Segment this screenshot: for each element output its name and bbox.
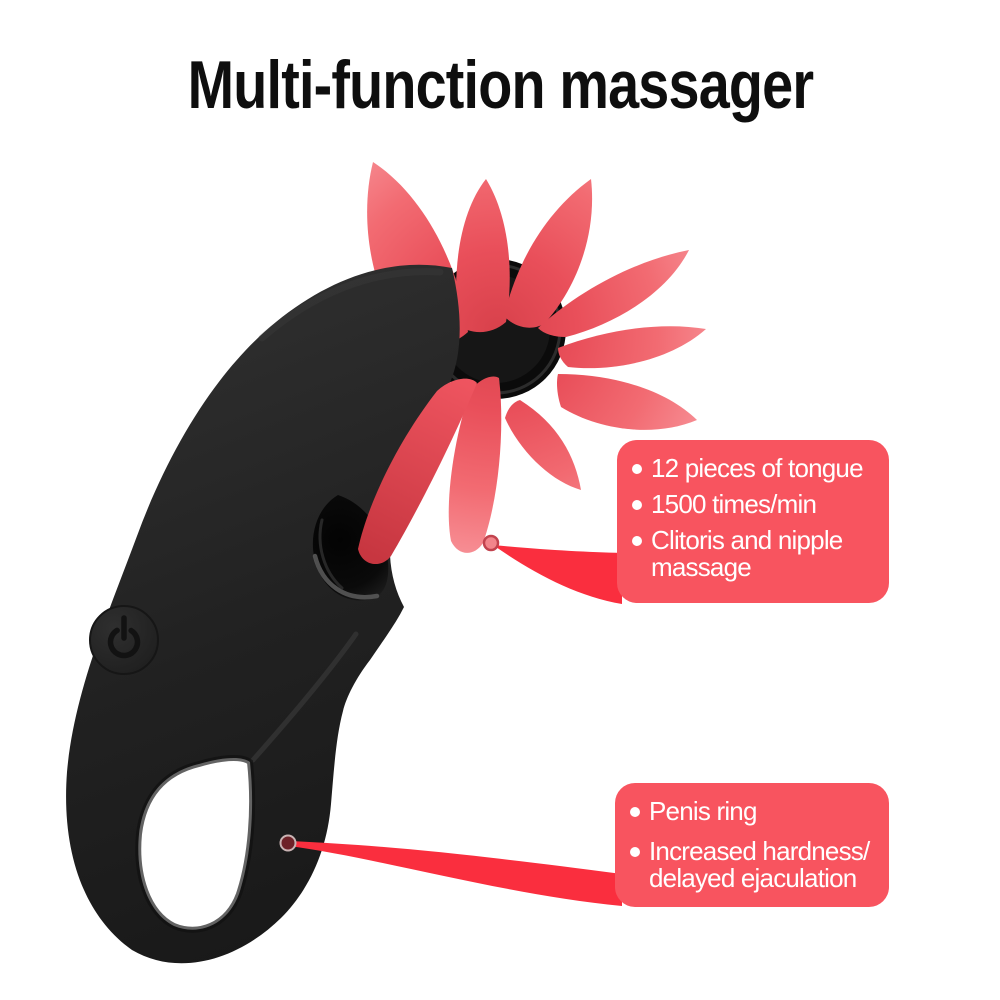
massager-body [66,264,460,964]
bullet-dot [630,807,640,817]
callout-line: massage [651,552,752,582]
chin-crease-highlight [250,631,359,763]
callout-ring-features: Penis ring Increased hardness/ delayed e… [615,783,889,907]
callout-line: Increased hardness/ [649,836,870,866]
callout-line: 1500 times/min [651,489,817,519]
callout-item: Increased hardness/ delayed ejaculation [630,838,879,892]
tongue-petal-in-mouth [358,378,477,565]
tongue-petal [456,179,510,333]
callout-item-text: 12 pieces of tongue [651,453,864,483]
pointer-wedge-tongue [493,545,622,604]
callout-pointer-tongue [482,534,622,604]
callout-line: delayed ejaculation [649,863,857,893]
bullet-dot [632,464,642,474]
callout-line: 12 pieces of tongue [651,453,864,483]
tongue-petal [538,250,689,337]
tongue-petal [504,179,593,328]
tongue-petal [557,374,697,430]
callout-tongue-features: 12 pieces of tongue 1500 times/min Clito… [617,440,889,603]
bullet-dot [632,500,642,510]
massager-body-shape [66,264,460,964]
pointer-wedge-ring [289,841,622,906]
tongue-petal-with-dot [448,376,502,553]
tongue-wheel [358,179,706,565]
callout-item-text: 1500 times/min [651,489,817,519]
body-top-highlight [258,268,444,342]
bullet-dot [632,536,642,546]
mouth-rim-soft [318,518,344,590]
tongue-petal [505,400,581,490]
callout-item: 1500 times/min [632,491,879,518]
callout-item-text: Penis ring [649,798,757,825]
ring-hole-shadow [135,754,256,933]
callout-item: Penis ring [630,798,879,825]
callout-pointer-ring [279,834,622,906]
bullet-dot [630,847,640,857]
callout-item: 12 pieces of tongue [632,455,879,482]
pointer-dot-ring [279,834,297,852]
pointer-dot-flower [482,534,500,552]
page-title: Multi-function massager [187,47,813,123]
callout-item: Clitoris and nipple massage [632,527,879,581]
page-title-wrap: Multi-function massager [0,46,1000,124]
power-icon [107,615,141,659]
tongue-petal [558,326,706,369]
callout-line: Clitoris and nipple [651,525,843,555]
power-button[interactable] [89,605,159,675]
callout-item-text: Clitoris and nipple massage [651,525,843,582]
callout-item-text: Increased hardness/ delayed ejaculation [649,836,870,893]
callout-line: Penis ring [649,796,757,826]
mouth-rim-highlight [312,553,380,600]
